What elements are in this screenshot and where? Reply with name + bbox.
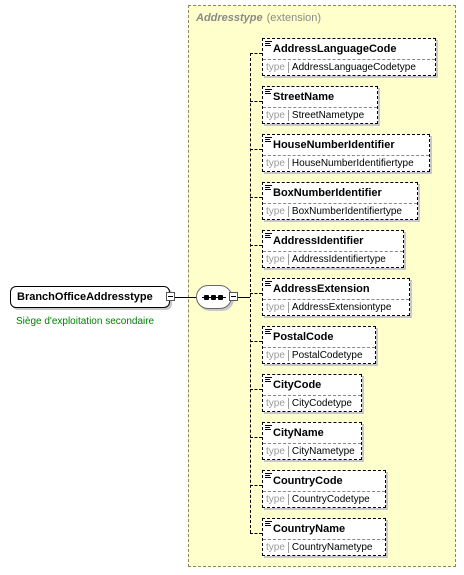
connector-line — [238, 297, 250, 298]
element-icon — [265, 41, 272, 46]
element-type: CountryCodetype — [287, 494, 374, 505]
element-icon — [265, 185, 272, 190]
type-key: type — [266, 158, 285, 169]
element-name: CountryCode — [273, 475, 343, 487]
element-name: AddressLanguageCode — [273, 43, 397, 55]
element-connector — [250, 245, 262, 246]
element-connector — [250, 533, 262, 534]
element-connector — [250, 485, 262, 486]
root-element-name: BranchOfficeAddresstype — [17, 291, 153, 303]
group-kind: (extension) — [266, 12, 322, 24]
group-name: Addresstype — [196, 12, 263, 24]
root-annotation: Siège d'exploitation secondaire — [16, 316, 155, 327]
connector-line — [175, 297, 196, 298]
type-key: type — [266, 350, 285, 361]
element-type: AddressLanguageCodetype — [287, 62, 420, 73]
sequence-collapse-icon[interactable] — [229, 292, 238, 301]
element-name: CountryName — [273, 523, 346, 535]
element-name: AddressIdentifier — [273, 235, 364, 247]
element-type: HouseNumberIdentifiertype — [287, 158, 418, 169]
type-key: type — [266, 542, 285, 553]
element-connector — [250, 341, 262, 342]
type-key: type — [266, 110, 285, 121]
type-key: type — [266, 398, 285, 409]
element-connector — [250, 101, 262, 102]
type-key: type — [266, 446, 285, 457]
group-title: Addresstype(extension) — [196, 12, 321, 24]
element-type: AddressExtensiontype — [287, 302, 396, 313]
element-name: AddressExtension — [273, 283, 370, 295]
element-type: PostalCodetype — [287, 350, 367, 361]
element-icon — [265, 377, 272, 382]
element-connector — [250, 197, 262, 198]
element-type: CountryNametype — [287, 542, 377, 553]
element-icon — [265, 521, 272, 526]
element-name: CityCode — [273, 379, 322, 391]
element-icon — [265, 89, 272, 94]
element-connector — [250, 389, 262, 390]
type-key: type — [266, 494, 285, 505]
root-element[interactable]: BranchOfficeAddresstype — [10, 286, 170, 308]
element-name: BoxNumberIdentifier — [273, 187, 382, 199]
sequence-compositor-icon[interactable] — [196, 285, 232, 309]
element-icon — [265, 281, 272, 286]
root-collapse-icon[interactable] — [166, 292, 175, 301]
element-type: StreetNametype — [287, 110, 368, 121]
element-type: CityNametype — [287, 446, 359, 457]
type-key: type — [266, 206, 285, 217]
element-icon — [265, 329, 272, 334]
element-icon — [265, 425, 272, 430]
element-type: CityCodetype — [287, 398, 356, 409]
type-key: type — [266, 302, 285, 313]
element-icon — [265, 137, 272, 142]
element-name: HouseNumberIdentifier — [273, 139, 395, 151]
type-key: type — [266, 254, 285, 265]
element-icon — [265, 233, 272, 238]
element-type: BoxNumberIdentifiertype — [287, 206, 406, 217]
element-connector — [250, 293, 262, 294]
element-connector — [250, 149, 262, 150]
element-connector — [250, 53, 262, 54]
element-name: CityName — [273, 427, 324, 439]
element-icon — [265, 473, 272, 478]
element-type: AddressIdentifiertype — [287, 254, 390, 265]
element-connector — [250, 437, 262, 438]
type-key: type — [266, 62, 285, 73]
element-name: StreetName — [273, 91, 335, 103]
element-name: PostalCode — [273, 331, 334, 343]
